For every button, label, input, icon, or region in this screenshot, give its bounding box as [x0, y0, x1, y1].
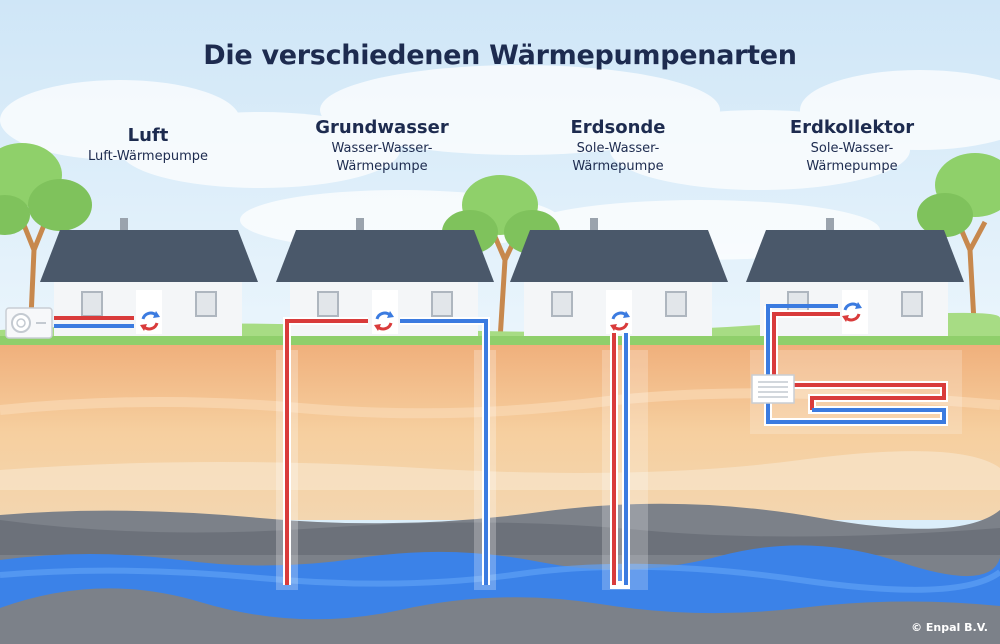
type-name: Grundwasser: [315, 117, 449, 138]
tree-right: [917, 153, 1000, 341]
tree-left: [0, 143, 92, 341]
type-label-erdkollektor: Erdkollektor Sole-Wasser- Wärmepumpe: [752, 116, 952, 176]
copyright-notice: © Enpal B.V.: [911, 621, 988, 634]
type-label-luft: Luft Luft-Wärmepumpe: [48, 124, 248, 166]
type-subtitle: Luft-Wärmepumpe: [87, 149, 209, 164]
type-subtitle: Sole-Wasser- Wärmepumpe: [806, 141, 898, 174]
house-grundwasser: [276, 218, 494, 336]
house-erdsonde: [510, 218, 728, 336]
house-erdkollektor: [746, 218, 964, 336]
page-title: Die verschiedenen Wärmepumpenarten: [203, 40, 797, 71]
soil-layer: [0, 345, 1000, 520]
type-label-grundwasser: Grundwasser Wasser-Wasser- Wärmepumpe: [282, 116, 482, 176]
type-subtitle: Wasser-Wasser- Wärmepumpe: [331, 141, 433, 174]
erdsonde-pipes: [610, 333, 630, 589]
luft-pipes: [54, 316, 134, 328]
type-name: Erdsonde: [570, 117, 666, 138]
type-label-erdsonde: Erdsonde Sole-Wasser- Wärmepumpe: [518, 116, 718, 176]
luft-outdoor-unit: [5, 307, 53, 339]
grundwasser-pipes: [283, 317, 490, 585]
house-luft: [40, 218, 258, 336]
erdkollektor-manifold: [751, 374, 795, 404]
groundwater: [0, 545, 1000, 620]
type-name: Luft: [127, 125, 169, 146]
type-name: Erdkollektor: [789, 117, 915, 138]
type-subtitle: Sole-Wasser- Wärmepumpe: [572, 141, 664, 174]
erdkollektor-pipes: [764, 304, 948, 426]
